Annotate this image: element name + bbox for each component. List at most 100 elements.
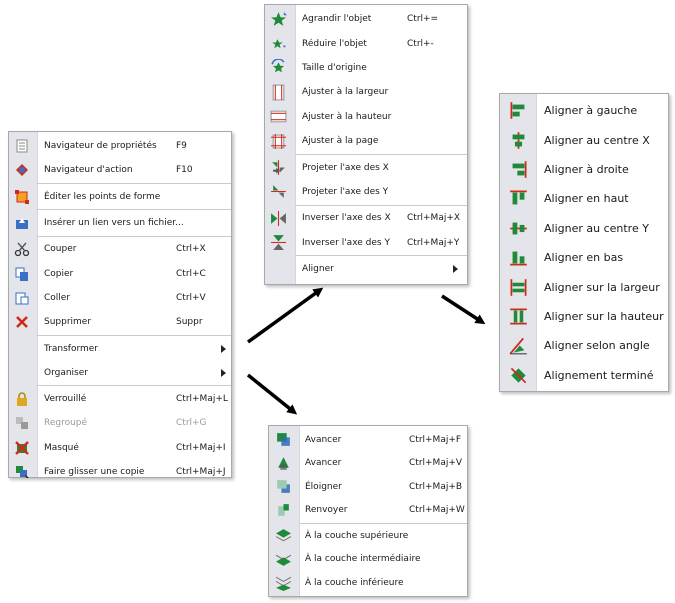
align-menu-item-aligner-a-gauche[interactable]: Aligner à gauche [500,96,668,125]
scissors-icon [14,237,30,261]
insert-link-icon [14,211,30,235]
menu-item-shortcut: Ctrl+Maj+B [409,481,463,492]
align-width-icon [509,272,528,301]
context-menu-item-organiser[interactable]: Organiser [9,361,231,385]
enlarge-star-icon [270,7,287,31]
original-size-icon [270,56,287,80]
menu-item-label: Agrandir l'objet [302,14,372,25]
transform-menu-item-aligner[interactable]: Aligner [265,257,467,281]
align-menu-item-aligner-a-droite[interactable]: Aligner à droite [500,155,668,184]
menu-item-shortcut: Ctrl+Maj+J [176,467,226,477]
transform-menu-item-ajuster-a-la-hauteur[interactable]: Ajuster à la hauteur [265,105,467,129]
menu-item-label: Copier [44,268,74,279]
align-done-icon [509,361,528,390]
menu-item-label: Aligner [302,264,334,275]
submenu-arrow-icon [453,265,458,274]
menu-separator [37,183,231,185]
submenu-arrow-icon [221,344,226,353]
align-menu-item-aligner-au-centre-x[interactable]: Aligner au centre X [500,125,668,154]
menu-item-shortcut: Ctrl+C [176,268,206,279]
align-menu-item-aligner-sur-la-largeur[interactable]: Aligner sur la largeur [500,272,668,301]
menu-item-shortcut: Ctrl+Maj+I [176,442,226,453]
menu-separator [295,153,467,155]
arrange-menu-item-avancer[interactable]: Avancer Ctrl+Maj+F [269,428,467,452]
menu-item-shortcut: Ctrl+G [176,418,207,429]
menu-item-shortcut: Suppr [176,317,203,328]
arrange-menu-item-a-la-couche-intermediaire[interactable]: À la couche intermédiaire [269,548,467,572]
transform-submenu-items: Agrandir l'objet Ctrl+= Réduire l'objet Ctr… [265,7,467,281]
transform-menu-item-projeter-l-axe-des-x[interactable]: Projeter l'axe des X [265,155,467,179]
layer-top-icon [275,524,292,548]
align-angle-icon [509,331,528,360]
paste-icon [14,286,30,310]
menu-item-label: Aligner sur la largeur [544,280,660,294]
context-menu-item-copier[interactable]: Copier Ctrl+C [9,261,231,285]
align-menu-item-aligner-en-bas[interactable]: Aligner en bas [500,243,668,272]
transform-menu-item-reduire-l-objet[interactable]: Réduire l'objet Ctrl+- [265,31,467,55]
menu-item-label: Faire glisser une copie [44,467,145,477]
project-x-icon [270,155,287,179]
shrink-star-icon [270,31,287,55]
menu-item-label: Éditer les points de forme [44,191,161,202]
context-menu-item-editer-les-points-de-forme[interactable]: Éditer les points de forme [9,185,231,209]
arrow-to-arrange [246,373,298,415]
menu-item-shortcut: Ctrl+Maj+F [409,434,462,445]
menu-item-label: Ajuster à la largeur [302,87,389,98]
bring-forward-icon [275,428,292,452]
arrange-menu-item-a-la-couche-inferieure[interactable]: À la couche inférieure [269,571,467,595]
menu-item-label: Navigateur d'action [44,165,133,176]
menu-separator [295,204,467,206]
bring-to-front-icon [275,452,292,476]
menu-separator [37,209,231,211]
menu-item-label: Avancer [305,434,342,445]
context-menu-item-navigateur-d-action[interactable]: Navigateur d'action F10 [9,158,231,182]
align-menu-item-aligner-selon-angle[interactable]: Aligner selon angle [500,331,668,360]
align-menu-item-aligner-en-haut[interactable]: Aligner en haut [500,184,668,213]
arrange-menu-item-a-la-couche-superieure[interactable]: À la couche supérieure [269,524,467,548]
menu-item-shortcut: Ctrl+= [407,14,439,25]
menu-item-label: Aligner selon angle [544,339,650,353]
transform-menu-item-taille-d-origine[interactable]: Taille d'origine [265,56,467,80]
align-menu-item-aligner-sur-la-hauteur[interactable]: Aligner sur la hauteur [500,302,668,331]
menu-item-label: Inverser l'axe des X [302,213,391,224]
menu-item-label: Masqué [44,442,79,453]
menu-item-label: Verrouillé [44,394,87,405]
align-menu-item-alignement-termine[interactable]: Alignement terminé [500,361,668,390]
menu-item-label: À la couche supérieure [305,530,409,541]
transform-menu-item-agrandir-l-objet[interactable]: Agrandir l'objet Ctrl+= [265,7,467,31]
menu-item-label: Aligner à droite [544,162,629,176]
hidden-icon [14,436,30,460]
context-menu-item-faire-glisser-une-copie[interactable]: Faire glisser une copie Ctrl+Maj+J [9,460,231,484]
menu-item-shortcut: F10 [176,165,193,176]
menu-separator [37,235,231,237]
menu-item-label: Renvoyer [305,505,348,516]
transform-menu-item-projeter-l-axe-des-y[interactable]: Projeter l'axe des Y [265,180,467,204]
menu-item-label: Ajuster à la hauteur [302,111,392,122]
fit-height-icon [270,105,287,129]
menu-item-shortcut: Ctrl+- [407,38,434,49]
context-menu-item-inserer-un-lien-vers-un-fichier[interactable]: Insérer un lien vers un fichier... [9,211,231,235]
menu-item-label: Alignement terminé [544,368,654,382]
lock-icon [14,387,30,411]
menu-item-label: Taille d'origine [302,62,367,73]
align-menu-item-aligner-au-centre-y[interactable]: Aligner au centre Y [500,214,668,243]
transform-menu-item-ajuster-a-la-page[interactable]: Ajuster à la page [265,129,467,153]
menu-separator [299,522,467,524]
context-menu-item-transformer[interactable]: Transformer [9,336,231,360]
menu-item-label: Réduire l'objet [302,38,367,49]
properties-icon [14,134,30,158]
transform-menu-item-ajuster-a-la-largeur[interactable]: Ajuster à la largeur [265,80,467,104]
context-menu-item-masque[interactable]: Masqué Ctrl+Maj+I [9,436,231,460]
copy-icon [14,261,30,285]
